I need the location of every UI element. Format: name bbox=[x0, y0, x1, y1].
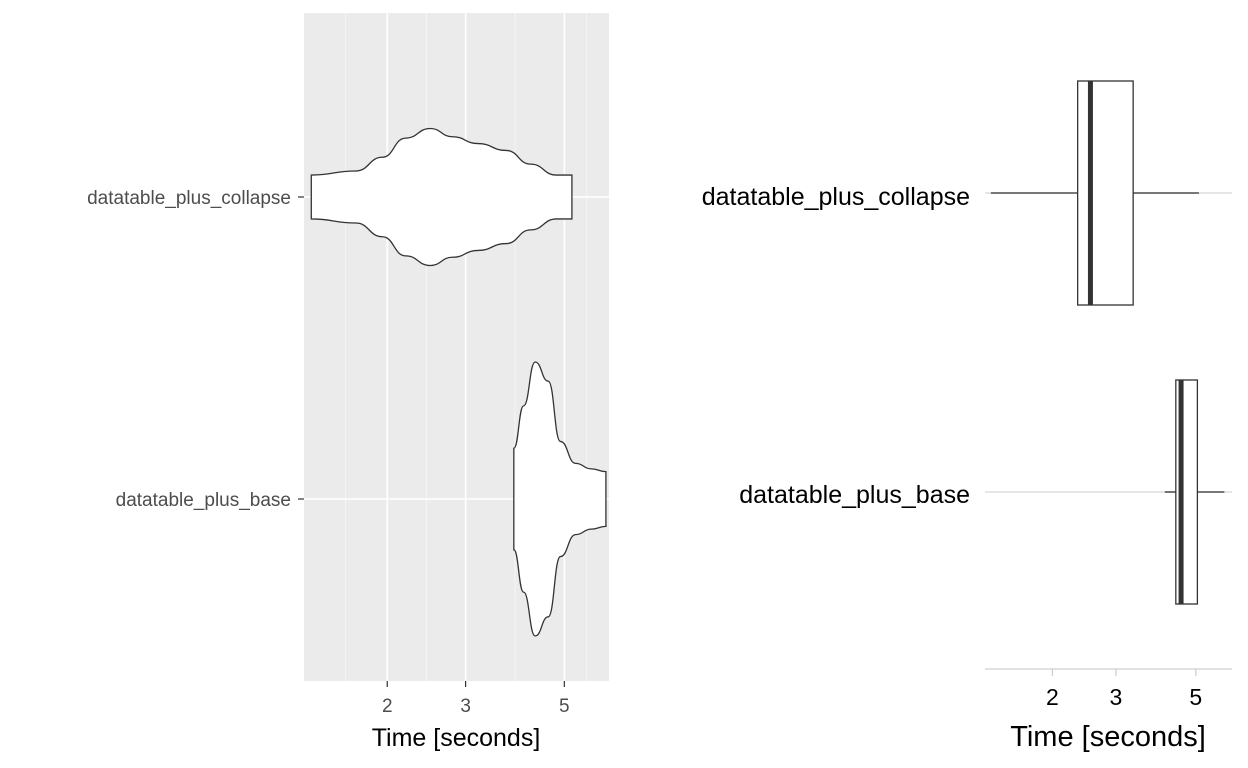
right-category-label-collapse: datatable_plus_collapse bbox=[702, 183, 970, 211]
left-x-tick-label-3: 3 bbox=[460, 696, 471, 717]
right-x-axis-title: Time [seconds] bbox=[1010, 721, 1206, 753]
right-x-axis: 2 3 5 Time [seconds] bbox=[1010, 669, 1206, 753]
box-datatable_plus_collapse bbox=[1077, 80, 1134, 306]
left-y-axis: datatable_plus_collapse datatable_plus_b… bbox=[87, 188, 304, 511]
right-x-tick-label-2: 2 bbox=[1046, 684, 1059, 710]
right-x-tick-label-3: 3 bbox=[1109, 684, 1122, 710]
left-violin-panel: datatable_plus_collapse datatable_plus_b… bbox=[87, 13, 609, 752]
right-boxplots bbox=[990, 80, 1225, 605]
violin-datatable_plus_collapse bbox=[310, 127, 573, 267]
left-category-label-base: datatable_plus_base bbox=[116, 490, 291, 511]
left-x-tick-label-5: 5 bbox=[559, 696, 570, 717]
right-boxplot-panel: datatable_plus_collapse datatable_plus_b… bbox=[702, 80, 1232, 753]
left-x-axis-title: Time [seconds] bbox=[372, 724, 541, 752]
right-category-label-base: datatable_plus_base bbox=[739, 481, 970, 509]
left-x-tick-label-2: 2 bbox=[382, 696, 393, 717]
left-plot-background bbox=[304, 13, 609, 681]
left-category-label-collapse: datatable_plus_collapse bbox=[87, 188, 291, 209]
left-gridlines bbox=[304, 13, 609, 681]
violin-datatable_plus_base bbox=[513, 361, 607, 637]
left-violins bbox=[310, 127, 607, 637]
right-x-tick-label-5: 5 bbox=[1189, 684, 1202, 710]
left-x-axis: 2 3 5 Time [seconds] bbox=[372, 681, 570, 752]
